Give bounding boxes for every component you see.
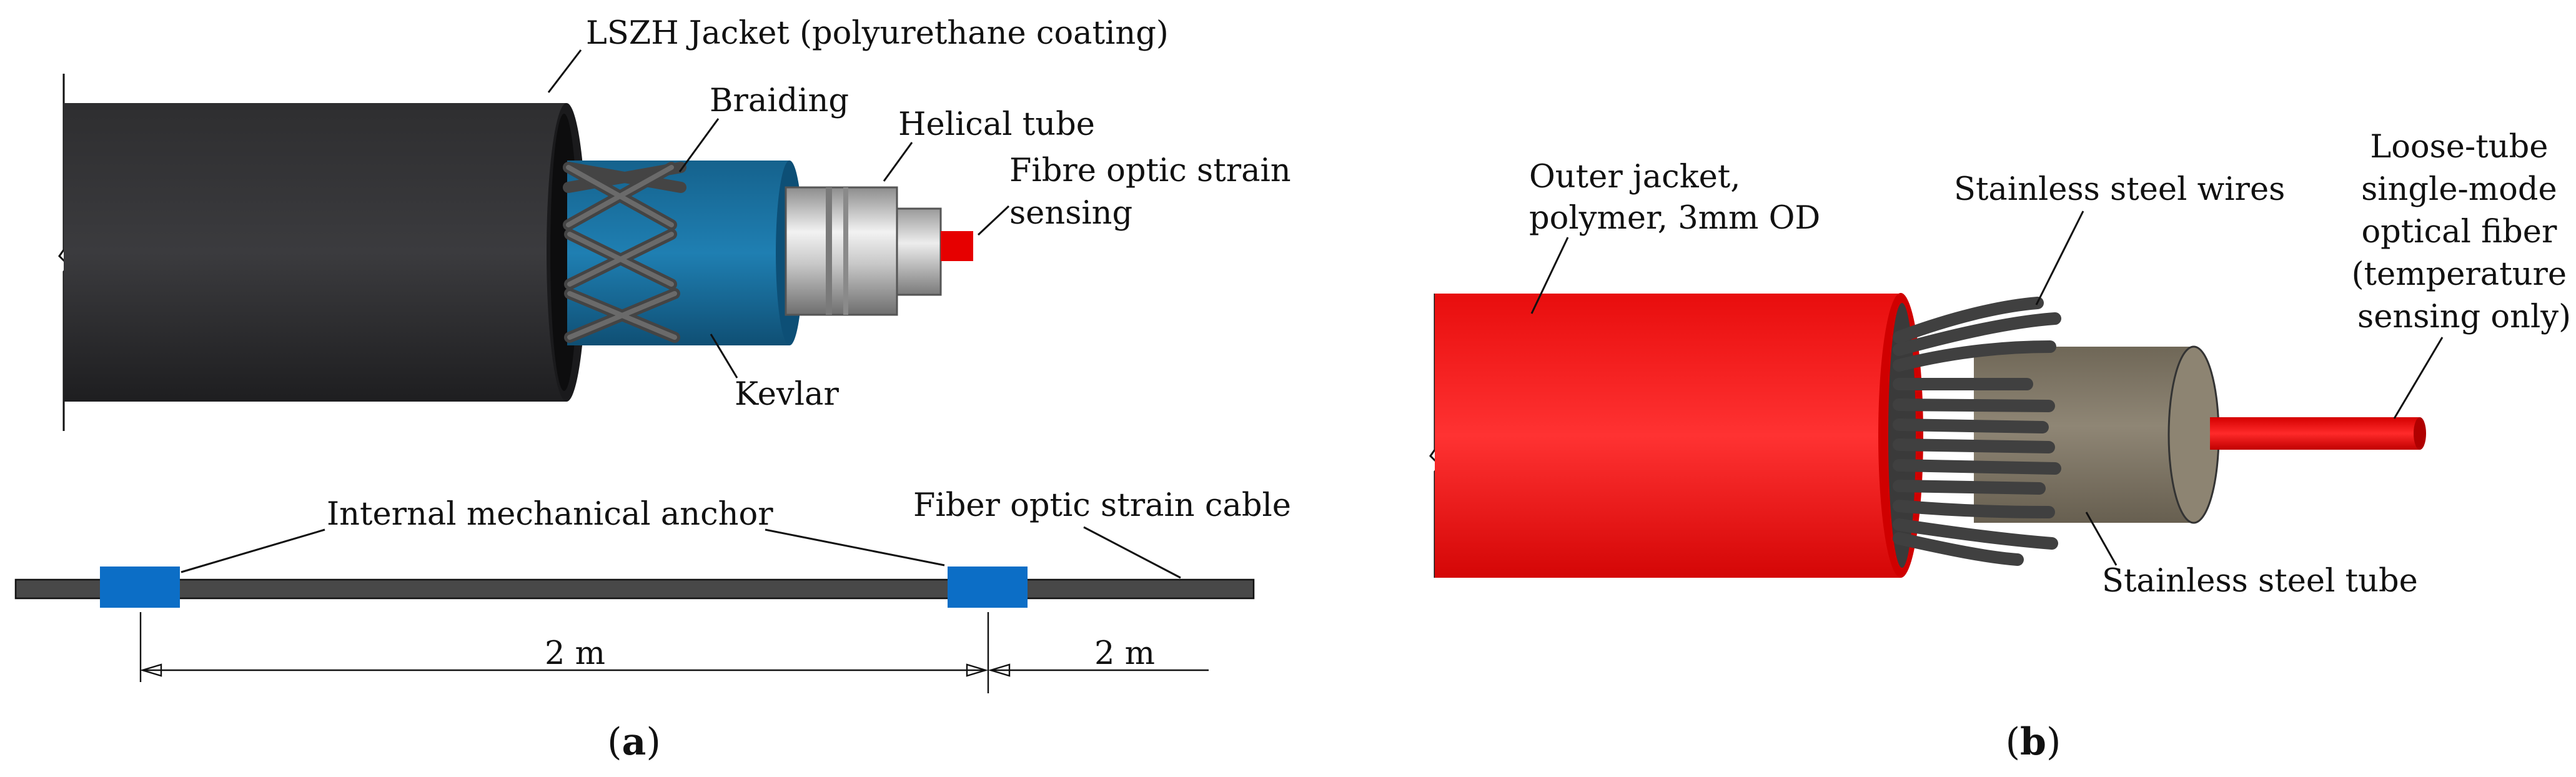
leader-steel-wires <box>2035 210 2084 305</box>
leader-anchor-2 <box>765 528 945 567</box>
lszh-jacket <box>64 103 587 402</box>
leader-braiding <box>678 118 720 172</box>
panel-a: LSZH Jacket (polyurethane coating) Braid… <box>14 15 1301 764</box>
leader-steel-tube <box>2085 512 2118 566</box>
steel-wires <box>1893 297 2061 566</box>
dimension-anchor-spacing: 2 m <box>545 635 605 672</box>
helical-tube <box>785 186 942 316</box>
label-fibre-sensing: Fibre optic strain sensing <box>1009 152 1301 232</box>
label-steel-tube: Stainless steel tube <box>2102 563 2418 600</box>
label-outer-jacket: Outer jacket, polymer, 3mm OD <box>1529 159 1820 237</box>
label-kevlar: Kevlar <box>735 376 839 413</box>
leader-lszh-jacket <box>547 49 582 93</box>
leader-outer-jacket <box>1530 237 1569 314</box>
label-steel-wires: Stainless steel wires <box>1954 171 2285 208</box>
braiding-highlight <box>566 165 677 340</box>
caption-a: (a) <box>607 720 661 764</box>
leader-kevlar <box>710 334 738 379</box>
anchor-1 <box>100 567 180 608</box>
label-internal-anchor: Internal mechanical anchor <box>327 496 773 533</box>
label-strain-cable: Fiber optic strain cable <box>913 487 1291 524</box>
leader-helical-tube <box>883 142 913 182</box>
optical-fiber <box>2210 417 2426 450</box>
anchor-2 <box>948 567 1028 608</box>
label-helical-tube: Helical tube <box>898 106 1095 143</box>
strain-cable-line <box>14 567 1255 608</box>
dimension-lines <box>139 612 1209 693</box>
label-braiding: Braiding <box>710 82 849 119</box>
stainless-steel-tube <box>1974 345 2220 524</box>
strain-sensing-fibre <box>941 231 973 261</box>
label-lszh-jacket: LSZH Jacket (polyurethane coating) <box>586 15 1169 52</box>
outer-jacket <box>1435 293 1923 578</box>
leader-optical-fiber <box>2393 337 2444 419</box>
dimension-end-spacing: 2 m <box>1094 635 1155 672</box>
panel-b: Outer jacket, polymer, 3mm OD Stainless … <box>1429 129 2576 764</box>
leader-fibre-sensing <box>977 205 1010 236</box>
leader-anchor-1 <box>181 528 325 573</box>
leader-strain-cable <box>1083 526 1181 579</box>
label-optical-fiber: Loose-tube single-mode optical fiber (te… <box>2352 129 2576 335</box>
caption-b: (b) <box>2006 720 2061 764</box>
